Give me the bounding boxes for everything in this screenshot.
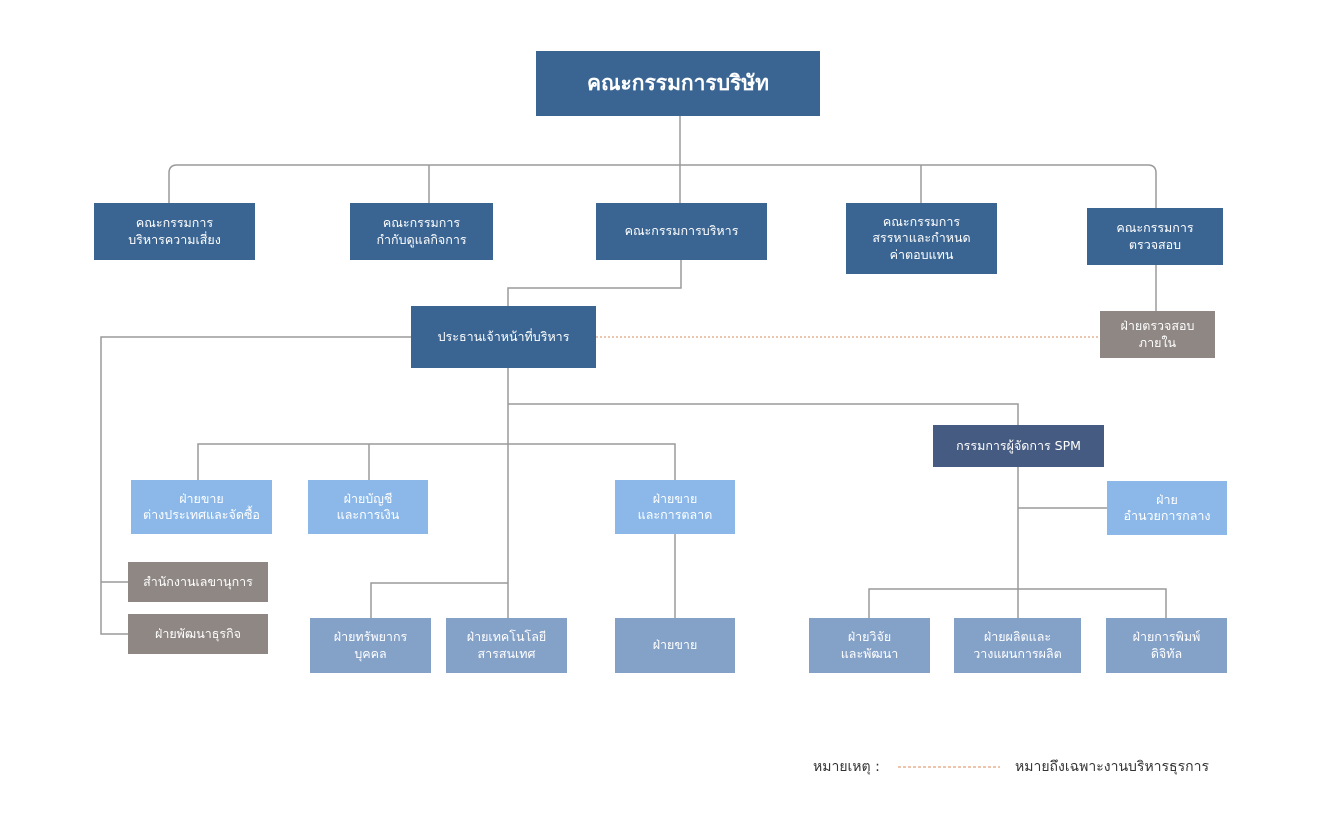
digital-printing-box: ฝ่ายการพิมพ์ ดิจิทัล	[1106, 618, 1227, 673]
accounting-finance-box: ฝ่ายบัญชี และการเงิน	[308, 480, 428, 534]
internal-audit-box: ฝ่ายตรวจสอบ ภายใน	[1100, 311, 1215, 358]
intl-sales-procurement-box: ฝ่ายขาย ต่างประเทศและจัดซื้อ	[131, 480, 272, 534]
governance-committee-box: คณะกรรมการ กำกับดูแลกิจการ	[350, 203, 493, 260]
business-dev-box: ฝ่ายพัฒนาธุรกิจ	[128, 614, 268, 654]
nomination-committee-box: คณะกรรมการ สรรหาและกำหนด ค่าตอบแทน	[846, 203, 997, 274]
human-resources-box: ฝ่ายทรัพยากร บุคคล	[310, 618, 431, 673]
rnd-box: ฝ่ายวิจัย และพัฒนา	[809, 618, 930, 673]
production-planning-box: ฝ่ายผลิตและ วางแผนการผลิต	[954, 618, 1081, 673]
executive-committee-box: คณะกรรมการบริหาร	[596, 203, 767, 260]
sales-marketing-box: ฝ่ายขาย และการตลาด	[615, 480, 735, 534]
central-admin-box: ฝ่าย อำนวยการกลาง	[1107, 481, 1227, 535]
it-box: ฝ่ายเทคโนโลยี สารสนเทศ	[446, 618, 567, 673]
legend-label: หมายเหตุ :	[813, 759, 880, 775]
board-of-directors-box: คณะกรรมการบริษัท	[536, 51, 820, 116]
risk-committee-box: คณะกรรมการ บริหารความเสี่ยง	[94, 203, 255, 260]
md-spm-box: กรรมการผู้จัดการ SPM	[933, 425, 1104, 467]
secretary-office-box: สำนักงานเลขานุการ	[128, 562, 268, 602]
audit-committee-box: คณะกรรมการ ตรวจสอบ	[1087, 208, 1223, 265]
legend-description: หมายถึงเฉพาะงานบริหารธุรการ	[1015, 759, 1209, 775]
sales-box: ฝ่ายขาย	[615, 618, 735, 673]
ceo-box: ประธานเจ้าหน้าที่บริหาร	[411, 306, 596, 368]
